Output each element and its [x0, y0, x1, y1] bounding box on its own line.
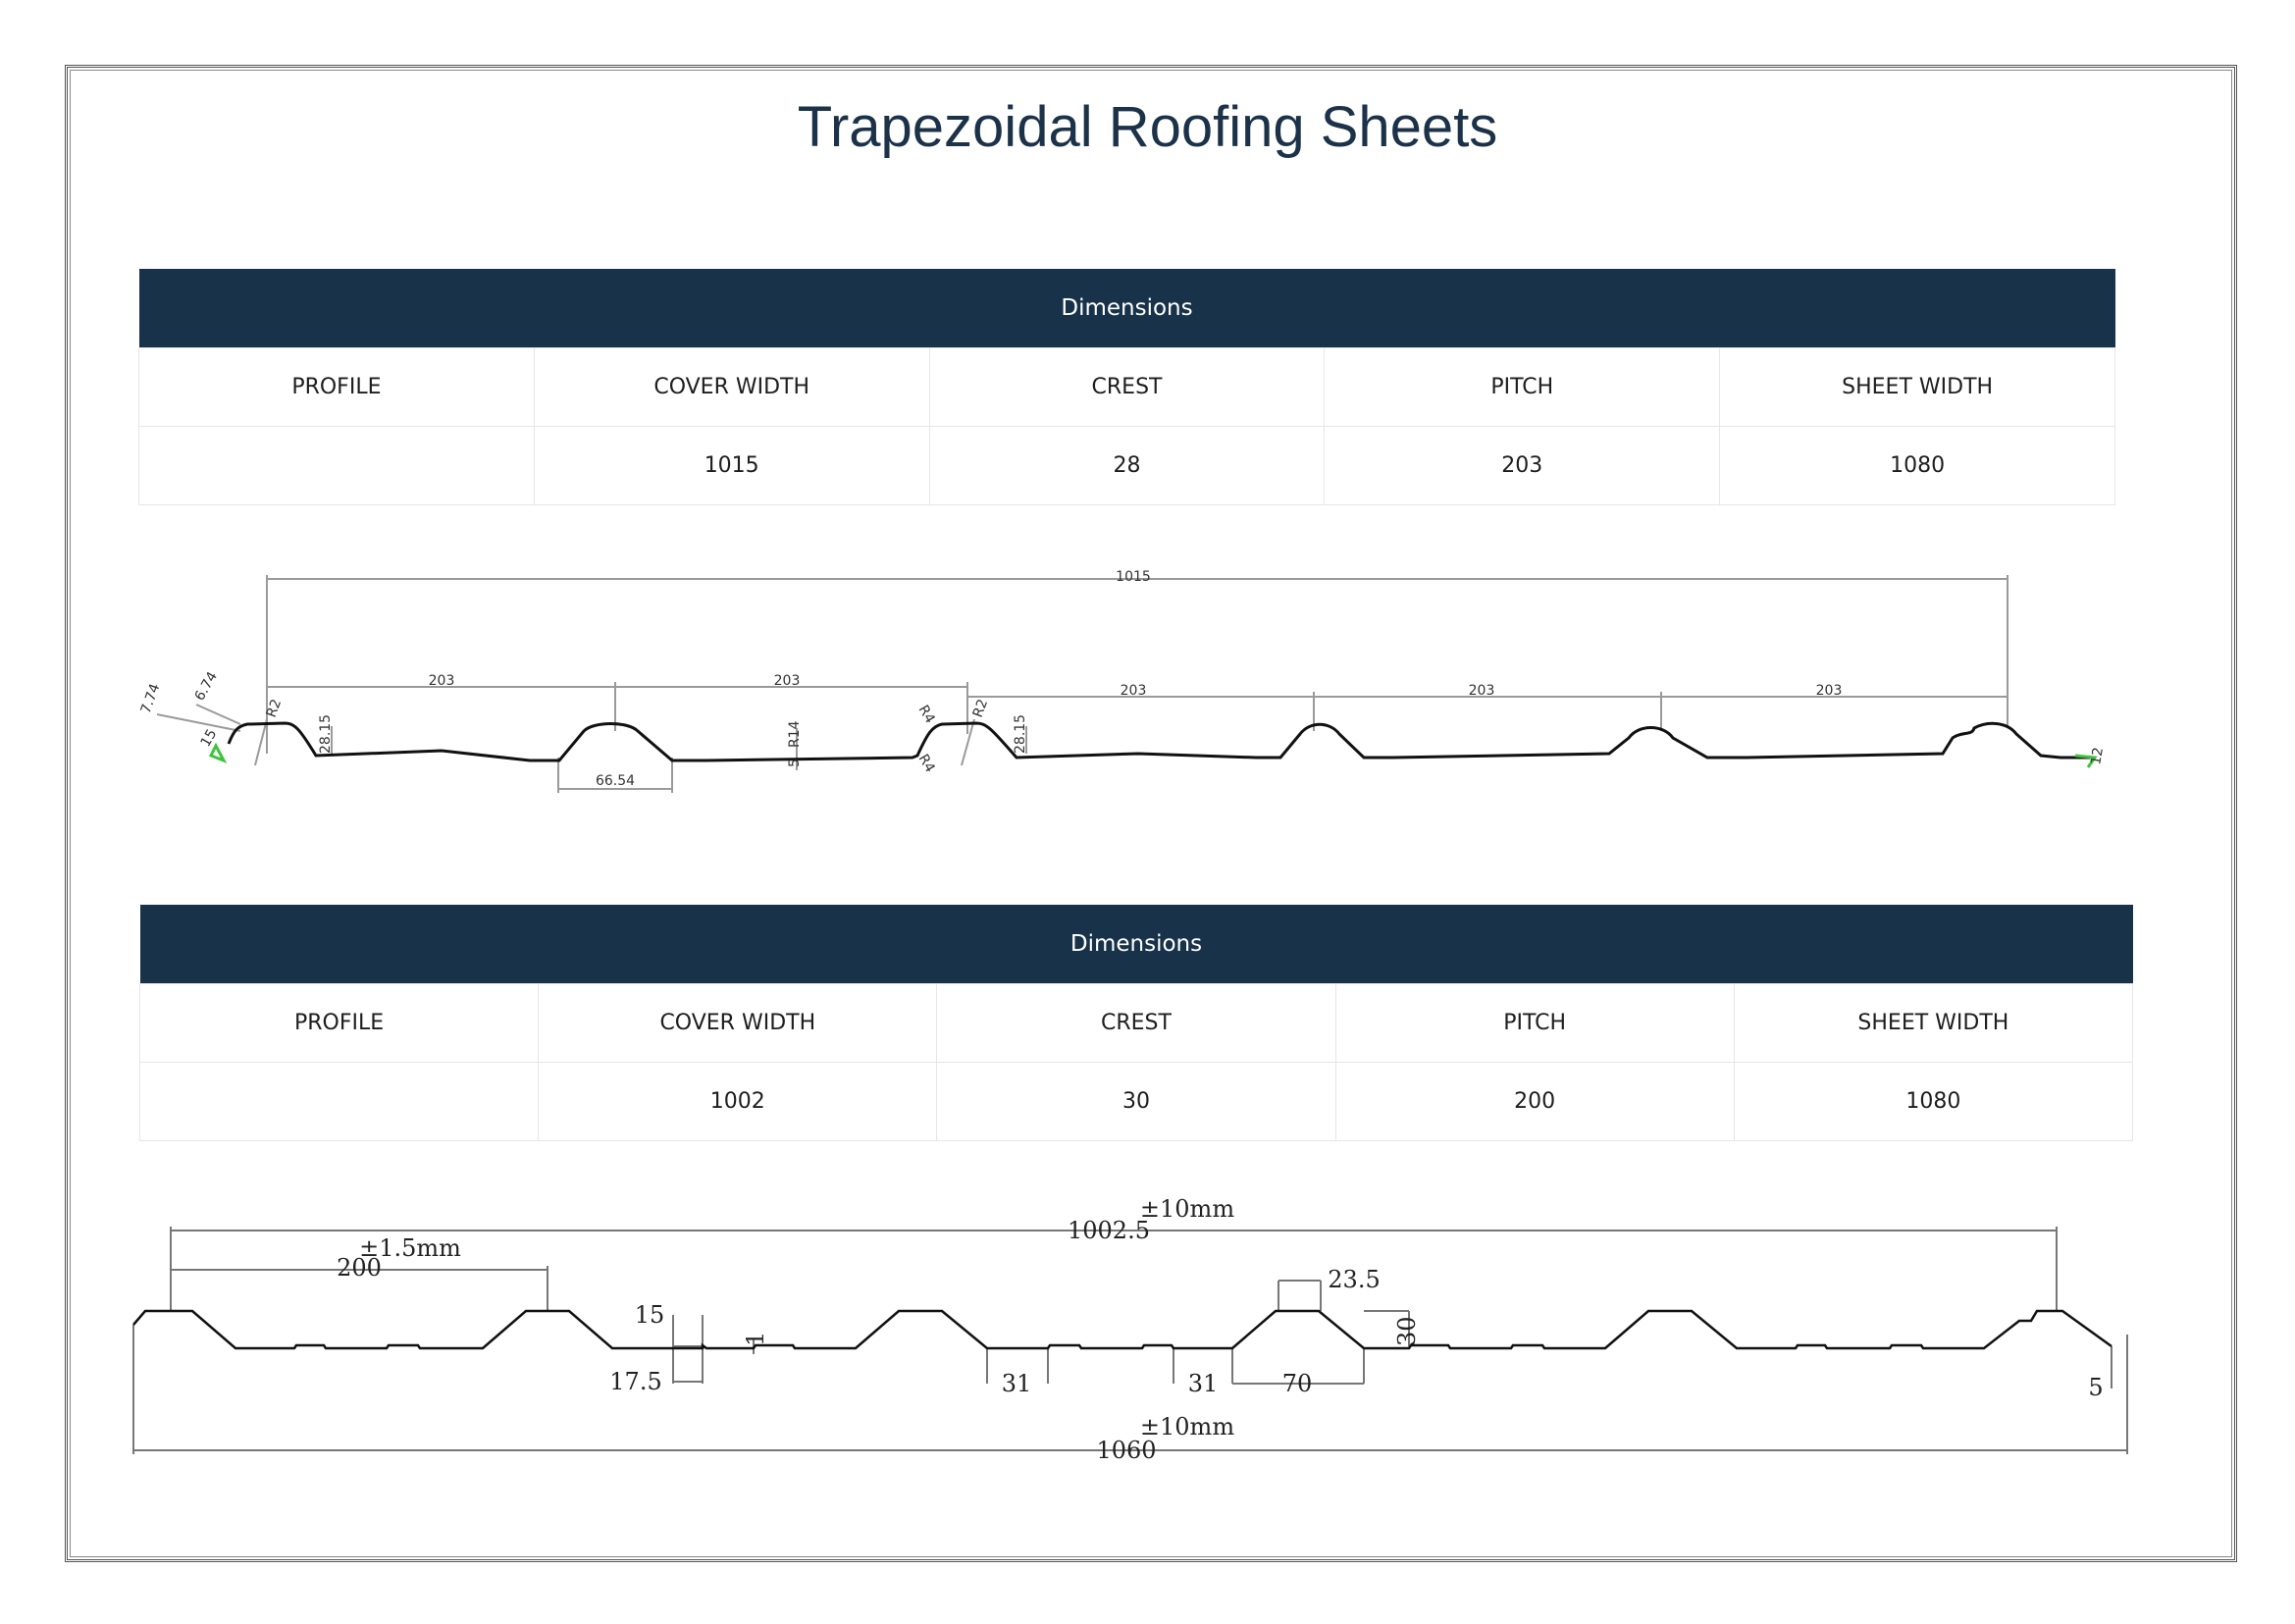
green-marker-icons [208, 742, 2098, 768]
table-header: Dimensions [139, 905, 2133, 984]
column-cover-width: COVER WIDTH [533, 347, 930, 427]
dim2-base: 70 [1282, 1370, 1313, 1397]
dim2-sheet-tol: ±10mm [1140, 1413, 1234, 1441]
table-header-row: PROFILE COVER WIDTH CREST PITCH SHEET WI… [138, 983, 2134, 1063]
cell-sheet-width: 1080 [1719, 426, 2115, 505]
dim1-overall: 1015 [1116, 569, 1151, 585]
dim2-height: 30 [1393, 1316, 1421, 1346]
dim1-r2-a: R2 [264, 697, 285, 719]
dimensions-table-2: Dimensions PROFILE COVER WIDTH CREST PIT… [138, 905, 2134, 1141]
dim2-overall: 1002.5 [1068, 1217, 1150, 1244]
cell-profile [138, 1062, 540, 1141]
dim1-pitch-2: 203 [774, 673, 801, 689]
profile-outline-1 [227, 721, 2090, 762]
column-profile: PROFILE [138, 347, 535, 427]
dim1-r4-a: R4 [915, 703, 938, 726]
dim1-height-1: 28.15 [318, 714, 334, 754]
dim1-rib: 5 [787, 759, 803, 767]
table-header-row: PROFILE COVER WIDTH CREST PITCH SHEET WI… [138, 347, 2115, 427]
column-pitch: PITCH [1334, 983, 1735, 1063]
column-crest: CREST [936, 983, 1336, 1063]
column-pitch: PITCH [1324, 347, 1721, 427]
dimension-lines [132, 1227, 2128, 1454]
dim2-pitch: 200 [337, 1254, 382, 1282]
dim2-pan-a: 31 [1002, 1370, 1032, 1397]
dim2-edge: 5 [2088, 1374, 2103, 1401]
dim2-pan-b: 31 [1188, 1370, 1219, 1397]
dim2-pitch-tol: ±1.5mm [359, 1234, 461, 1262]
profile-outline-2 [132, 1309, 2112, 1350]
dim2-rib-w: 17.5 [609, 1368, 661, 1395]
cell-crest: 30 [936, 1062, 1336, 1141]
dim1-pitch-1: 203 [429, 673, 455, 689]
dim1-height-2: 28.15 [1013, 714, 1028, 754]
table-header: Dimensions [138, 269, 2115, 348]
dimensions-table-1: Dimensions PROFILE COVER WIDTH CREST PIT… [138, 269, 2115, 505]
column-sheet-width: SHEET WIDTH [1733, 983, 2134, 1063]
page-title: Trapezoidal Roofing Sheets [797, 95, 1498, 159]
dim1-base: 66.54 [596, 773, 635, 789]
cell-sheet-width: 1080 [1733, 1062, 2134, 1141]
cell-pitch: 203 [1324, 426, 1721, 505]
cell-profile [138, 426, 535, 505]
column-cover-width: COVER WIDTH [538, 983, 938, 1063]
table-row: 1015 28 203 1080 [138, 426, 2115, 505]
dim1-left-a: 7.74 [138, 682, 164, 716]
dim1-pitch-4: 203 [1469, 683, 1495, 699]
dim1-r2-b: R2 [970, 697, 991, 719]
column-crest: CREST [928, 347, 1326, 427]
dim1-rib-r: R14 [787, 720, 803, 748]
dim1-left-b: 6.74 [192, 669, 221, 704]
profile-drawing-1: 1015 203 203 203 203 203 66.54 28.15 28.… [138, 569, 2107, 793]
page-border [65, 65, 2237, 1562]
dim2-rib-h: 15 [635, 1301, 665, 1329]
dim1-left-c: 15 [198, 727, 221, 750]
cell-pitch: 200 [1334, 1062, 1735, 1141]
cell-cover-width: 1002 [538, 1062, 938, 1141]
dim2-sheet: 1060 [1096, 1437, 1156, 1464]
cell-crest: 28 [928, 426, 1326, 505]
table-row: 1002 30 200 1080 [138, 1062, 2134, 1141]
dim1-pitch-3: 203 [1121, 683, 1147, 699]
dimension-lines [156, 575, 2008, 793]
profile-drawing-2: ±10mm 1002.5 ±1.5mm 200 15 17.5 1 23.5 3… [132, 1195, 2128, 1464]
column-sheet-width: SHEET WIDTH [1719, 347, 2115, 427]
dim2-overall-tol: ±10mm [1140, 1195, 1234, 1223]
dim1-pitch-5: 203 [1816, 683, 1843, 699]
column-profile: PROFILE [138, 983, 540, 1063]
dim1-end: 12 [2088, 746, 2107, 765]
cell-cover-width: 1015 [533, 426, 930, 505]
dim2-rib-d: 1 [742, 1332, 769, 1346]
dim2-crest: 23.5 [1328, 1266, 1380, 1293]
